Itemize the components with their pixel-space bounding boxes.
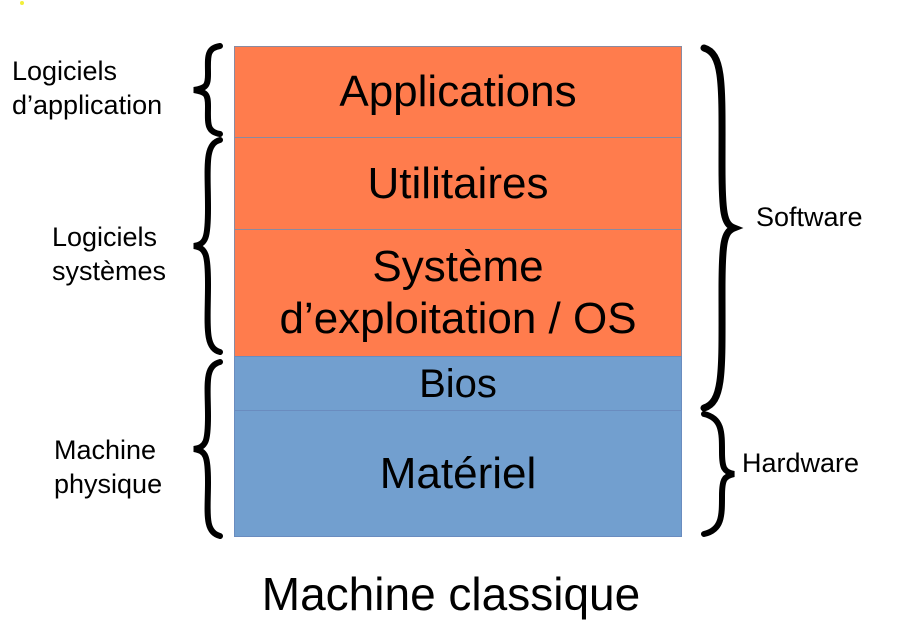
right-brace-icon-hardware <box>701 411 735 537</box>
layer-utilitaires: Utilitaires <box>234 137 682 230</box>
group-label-logiciels-systemes: Logiciels systèmes <box>52 220 166 288</box>
left-brace-icon-systemes <box>193 137 223 355</box>
group-label-line2: physique <box>54 469 163 499</box>
group-label-hardware: Hardware <box>742 448 860 478</box>
layer-label: Bios <box>419 361 497 406</box>
group-label-machine-physique: Machine physique <box>54 433 162 501</box>
group-label-line2: systèmes <box>52 256 167 286</box>
layer-label: Applications <box>339 67 577 116</box>
group-label-line1: Machine <box>54 435 157 465</box>
group-label-software: Software <box>756 202 863 232</box>
layer-operating-system: Système d’exploitation / OS <box>234 229 682 357</box>
group-label-line1: Logiciels <box>52 222 158 252</box>
layer-label-line2: d’exploitation / OS <box>279 294 637 343</box>
layer-materiel: Matériel <box>234 410 682 537</box>
layer-label: Système d’exploitation / OS <box>279 241 636 345</box>
diagram-title: Machine classique <box>261 568 641 620</box>
layer-label: Matériel <box>379 448 537 498</box>
group-label-line1: Logiciels <box>12 56 118 86</box>
decorative-dot <box>20 1 24 5</box>
group-label-line2: d’application <box>12 90 163 120</box>
layer-label: Utilitaires <box>367 158 549 208</box>
group-label-logiciels-application: Logiciels d’application <box>12 54 162 122</box>
layer-label-line1: Système <box>372 242 544 291</box>
left-brace-icon-applications <box>193 43 223 137</box>
right-brace-icon-software <box>700 44 744 412</box>
left-brace-icon-machine-physique <box>193 359 223 539</box>
layer-bios: Bios <box>234 356 682 411</box>
layer-applications: Applications <box>234 46 682 138</box>
